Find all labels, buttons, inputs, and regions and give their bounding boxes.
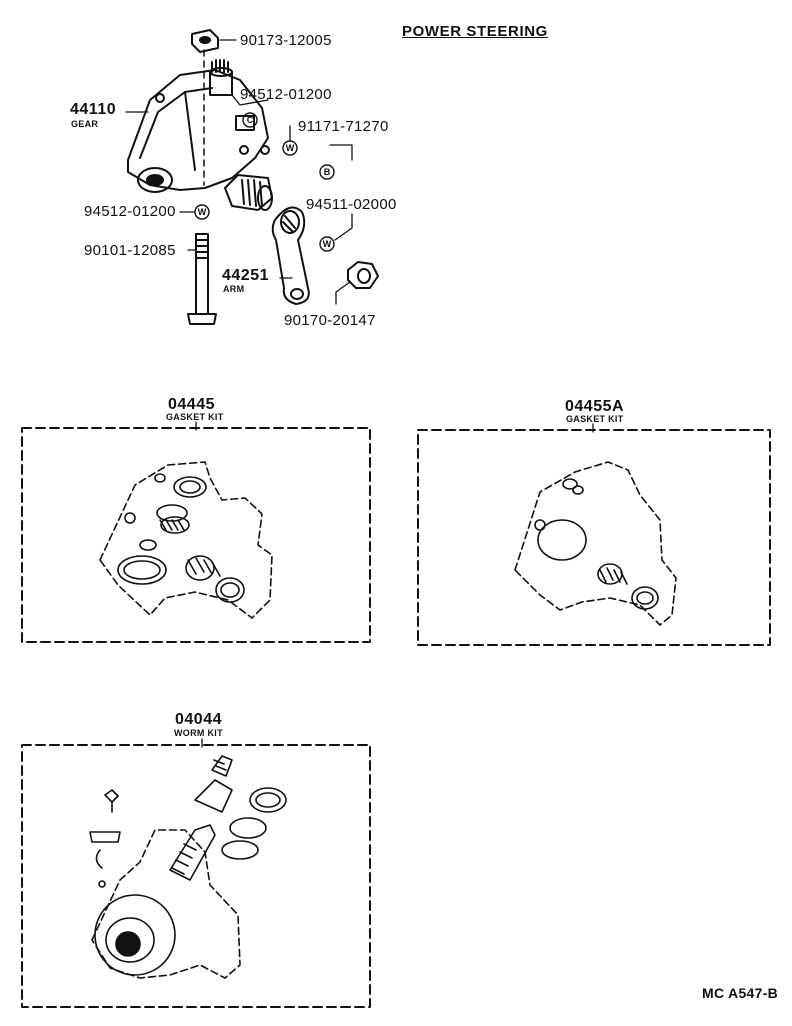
- washer-symbol-3-text: W: [323, 239, 332, 249]
- part-94512-01200-top: 94512-01200: [240, 86, 332, 103]
- part-90173-12005: 90173-12005: [240, 32, 332, 49]
- gasket-kit-04445-frame: [21, 421, 371, 643]
- page-title: POWER STEERING: [402, 23, 548, 40]
- kit-04044-name: WORM KIT: [174, 728, 223, 738]
- washer-symbol-1-text: W: [286, 143, 295, 153]
- arm-part-name: ARM: [223, 284, 245, 294]
- kit-04455a-number: 04455A: [565, 398, 625, 415]
- hex-nut-drawing: [347, 261, 379, 289]
- pitman-arm-drawing: [271, 206, 310, 305]
- long-bolt-drawing: [187, 233, 217, 325]
- kit-04445-number: 04445: [168, 396, 215, 413]
- washer-symbol-3: [319, 236, 335, 252]
- gear-part-name: GEAR: [71, 119, 99, 129]
- gasket-kit-04455a-drawing: [514, 461, 677, 626]
- clip-symbol: [242, 112, 258, 128]
- part-94511-02000: 94511-02000: [306, 196, 397, 213]
- clip-symbol-text: C: [247, 115, 254, 125]
- gear-part-number: 44110: [70, 101, 117, 118]
- bolt-symbol-text: B: [324, 167, 331, 177]
- square-nut-drawing: [191, 29, 219, 53]
- washer-symbol-2: [194, 204, 210, 220]
- kit-04044-number: 04044: [175, 711, 222, 728]
- washer-symbol-2-text: W: [198, 207, 207, 217]
- part-90101-12085: 90101-12085: [84, 242, 176, 259]
- washer-symbol-1: [282, 140, 298, 156]
- part-90170-20147: 90170-20147: [284, 312, 376, 329]
- steering-gear-drawing: [127, 49, 273, 211]
- gasket-kit-04445-drawing: [99, 461, 273, 619]
- kit-04455a-name: GASKET KIT: [566, 414, 624, 424]
- bolt-symbol: [319, 164, 335, 180]
- worm-kit-04044-drawing: [89, 755, 287, 979]
- part-94512-01200-left: 94512-01200: [84, 203, 176, 220]
- kit-04445-name: GASKET KIT: [166, 412, 224, 422]
- gasket-kit-04455a-frame: [417, 423, 771, 646]
- arm-part-number: 44251: [222, 267, 269, 284]
- worm-kit-04044-frame: [21, 738, 371, 1008]
- part-91171-71270: 91171-71270: [298, 118, 389, 135]
- diagram-code: MC A547-B: [702, 985, 779, 1001]
